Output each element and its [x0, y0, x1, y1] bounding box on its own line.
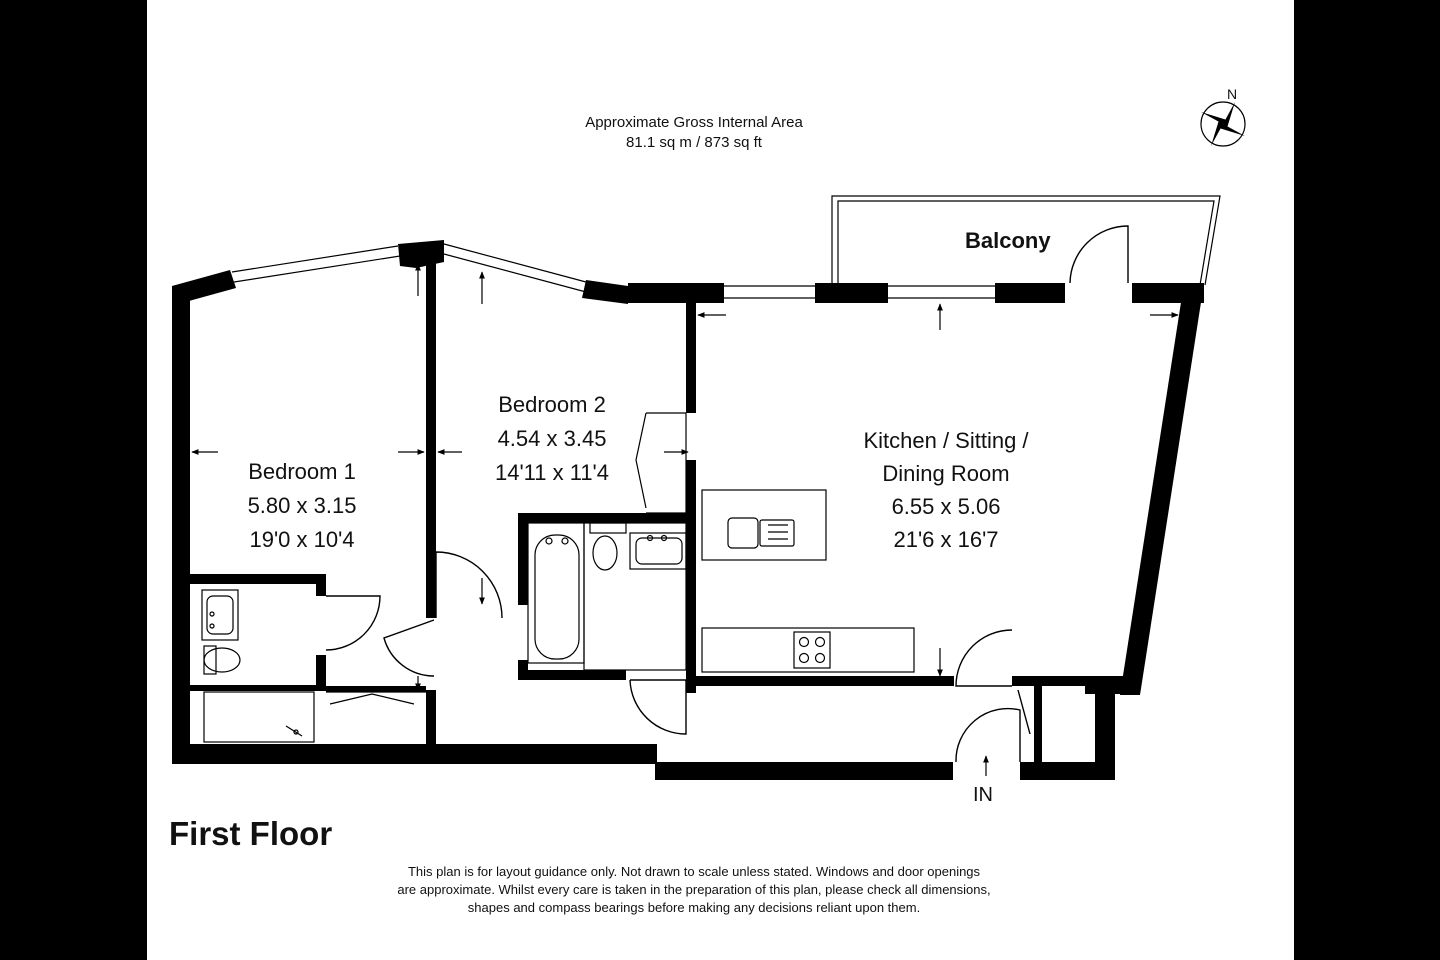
disclaimer-line1: This plan is for layout guidance only. N…: [407, 864, 981, 879]
compass-north-label: N: [1227, 86, 1238, 102]
dimension-arrows: [191, 263, 1179, 776]
floor-plan-sheet: Approximate Gross Internal Area 81.1 sq …: [147, 0, 1294, 960]
kitchen-fittings: [701, 489, 915, 673]
entrance-label: IN: [973, 784, 993, 806]
kitchen-name-line1: Kitchen / Sitting /: [863, 428, 1029, 453]
area-title: Approximate Gross Internal Area: [585, 114, 803, 131]
wardrobe-bedroom2: [635, 412, 687, 514]
floor-title: First Floor: [169, 815, 333, 852]
disclaimer: This plan is for layout guidance only. N…: [147, 863, 1241, 917]
floor-plan-drawing: [172, 101, 1246, 780]
ensuite-fittings: [201, 589, 315, 743]
room-label-bedroom1: Bedroom 1 5.80 x 3.15 19'0 x 10'4: [227, 455, 377, 557]
kitchen-name-line2: Dining Room: [882, 461, 1010, 486]
doors: [325, 225, 1129, 763]
windows: [231, 243, 995, 299]
room-label-kitchen: Kitchen / Sitting / Dining Room 6.55 x 5…: [831, 424, 1061, 556]
disclaimer-line3: shapes and compass bearings before makin…: [467, 900, 921, 915]
bedroom1-metric: 5.80 x 3.15: [247, 493, 357, 518]
bedroom2-metric: 4.54 x 3.45: [497, 426, 607, 451]
balcony-outline: [831, 195, 1221, 286]
kitchen-metric: 6.55 x 5.06: [891, 494, 1001, 519]
bedroom1-imperial: 19'0 x 10'4: [249, 527, 355, 552]
bedroom1-name: Bedroom 1: [248, 459, 356, 484]
kitchen-imperial: 21'6 x 16'7: [893, 527, 999, 552]
compass-icon: [1200, 101, 1246, 147]
room-label-balcony: Balcony: [965, 228, 1051, 253]
wardrobe-bedroom1: [326, 691, 426, 705]
gross-internal-area: Approximate Gross Internal Area 81.1 sq …: [147, 113, 1241, 153]
internal-walls: [190, 258, 1092, 766]
disclaimer-line2: are approximate. Whilst every care is ta…: [397, 882, 991, 897]
bedroom2-name: Bedroom 2: [498, 392, 606, 417]
bedroom2-imperial: 14'11 x 11'4: [494, 460, 609, 485]
room-label-bedroom2: Bedroom 2 4.54 x 3.45 14'11 x 11'4: [472, 388, 632, 490]
area-value: 81.1 sq m / 873 sq ft: [626, 134, 762, 151]
outer-walls: [172, 240, 1204, 780]
bathroom-fittings: [527, 522, 687, 671]
